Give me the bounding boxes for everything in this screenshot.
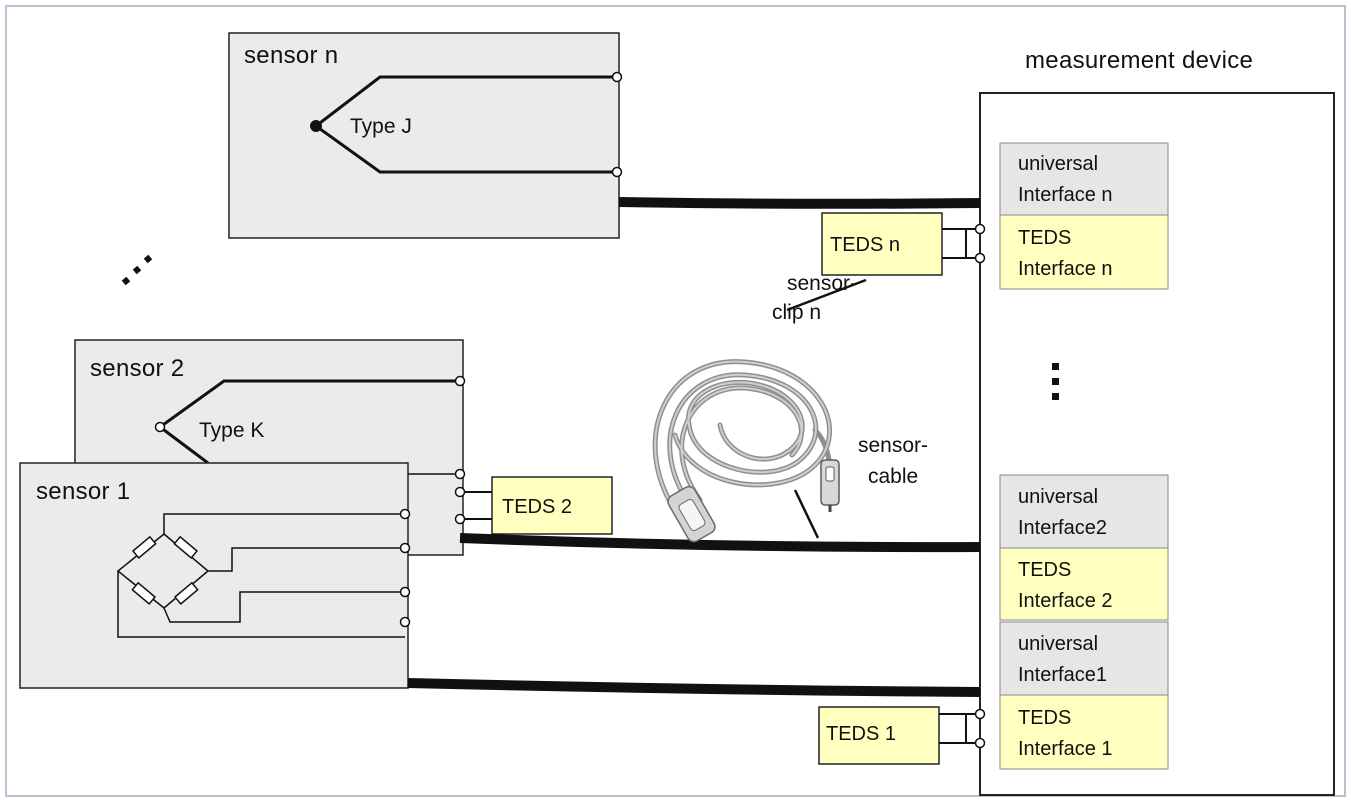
callout-clip-line2: clip n <box>772 301 821 324</box>
callout-clip-pointer <box>786 278 867 312</box>
universal-interface-n-line2: Interface n <box>1018 184 1113 206</box>
sensor-2-terminal-bottom <box>454 468 466 480</box>
sensor-1-label: sensor 1 <box>36 478 130 505</box>
sensor-n-type: Type J <box>350 115 412 138</box>
sensor-n-cable <box>618 197 981 209</box>
callout-clip-line1: sensor- <box>787 272 857 295</box>
teds-interface-1-line1: TEDS <box>1018 707 1071 729</box>
teds-interface-2-line1: TEDS <box>1018 559 1071 581</box>
sensor-1-cable <box>407 678 981 697</box>
device-ellipsis <box>1052 363 1059 400</box>
sensor-n-box <box>228 32 620 239</box>
measurement-device-label: measurement device <box>1025 47 1253 74</box>
teds-interface-n <box>999 214 1169 290</box>
wheatstone-bridge <box>116 513 405 638</box>
teds-interface-2 <box>999 547 1169 621</box>
teds-chip-n-label: TEDS n <box>830 234 900 256</box>
sensor-n: sensor n Type J <box>228 32 623 239</box>
teds-chip-2-label: TEDS 2 <box>502 496 572 518</box>
sensor-2-label: sensor 2 <box>90 355 184 382</box>
sensor-cable-image <box>652 359 840 543</box>
universal-interface-2 <box>999 474 1169 549</box>
sensor-1: sensor 1 <box>19 462 466 689</box>
thermocouple-j-junction <box>310 120 322 132</box>
thermocouple-k-junction <box>154 421 166 433</box>
universal-interface-2-line2: Interface2 <box>1018 517 1107 539</box>
sensor-2-terminal-top <box>454 375 466 387</box>
callout-cable-line2: cable <box>868 465 918 488</box>
teds-interface-n-line2: Interface n <box>1018 258 1113 280</box>
teds-chip-2-box <box>491 476 613 535</box>
sensor-1-box <box>19 462 409 689</box>
teds-chip-n: TEDS n <box>821 212 986 276</box>
callout-cable-pointer <box>793 489 820 539</box>
universal-interface-n-line1: universal <box>1018 153 1098 175</box>
universal-interface-1-line2: Interface1 <box>1018 664 1107 686</box>
universal-interface-2-line1: universal <box>1018 486 1098 508</box>
sensor-n-terminal-top <box>611 71 623 83</box>
sensor-n-terminal-bottom <box>611 166 623 178</box>
teds-interface-2-line2: Interface 2 <box>1018 590 1113 612</box>
teds-chip-n-box <box>821 212 943 276</box>
teds-chip-1-label: TEDS 1 <box>826 723 896 745</box>
teds-chip-2: TEDS 2 <box>454 476 613 535</box>
teds-interface-1-line2: Interface 1 <box>1018 738 1113 760</box>
universal-interface-1-line1: universal <box>1018 633 1098 655</box>
teds-interface-n-line1: TEDS <box>1018 227 1071 249</box>
sensor-2-cable <box>459 533 981 553</box>
thermocouple-k-wires <box>157 379 460 465</box>
interface-slot-2: universal Interface2 TEDS Interface 2 <box>999 474 1169 621</box>
teds-chip-1-box <box>818 706 940 765</box>
sensor-2-type: Type K <box>199 419 264 442</box>
callout-cable-line1: sensor- <box>858 434 928 457</box>
interface-slot-1: universal Interface1 TEDS Interface 1 <box>999 621 1169 770</box>
teds-chip-1: TEDS 1 <box>818 706 986 765</box>
sensor-n-label: sensor n <box>244 42 338 69</box>
interface-slot-n: universal Interface n TEDS Interface n <box>999 142 1169 290</box>
universal-interface-n <box>999 142 1169 216</box>
teds-interface-1 <box>999 694 1169 770</box>
sensor-ellipsis <box>121 254 153 286</box>
